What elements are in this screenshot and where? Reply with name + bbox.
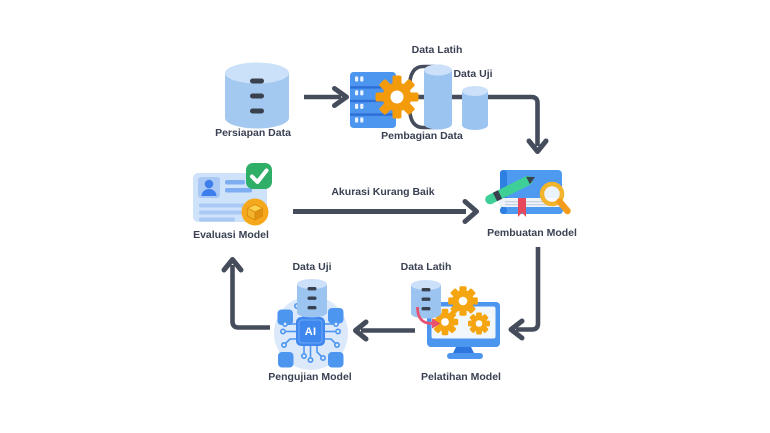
pembuatan-label: Pembuatan Model — [487, 227, 577, 239]
book-pen-magnifier-icon — [484, 166, 576, 228]
pen-icon — [485, 175, 535, 205]
magnifier-icon — [539, 181, 571, 215]
arrow-pelatihan-pengujian-head — [353, 319, 369, 342]
ai-chip-icon — [266, 286, 356, 376]
id-card-check-icon — [188, 160, 280, 226]
pelatihan-label: Pelatihan Model — [421, 371, 501, 383]
data-uji-input-label: Data Uji — [292, 261, 332, 273]
bookmark-icon — [518, 198, 526, 217]
data-latih-input-label: Data Latih — [400, 261, 452, 273]
disk-stack-uji-icon — [459, 78, 491, 130]
persiapan-label: Persiapan Data — [215, 127, 291, 139]
arrow-pengujian-evaluasi-head — [221, 257, 244, 273]
akurasi-kurang-baik-label: Akurasi Kurang Baik — [331, 186, 435, 198]
database-icon — [220, 55, 294, 129]
arrow-split-pembuatan — [413, 94, 540, 146]
evaluasi-label: Evaluasi Model — [193, 229, 269, 241]
disk-stack-latih-icon — [421, 59, 455, 131]
ai-chip-text: AI — [304, 325, 317, 338]
gear-icon — [375, 75, 419, 119]
arrow-pembuatan-pelatihan — [516, 247, 541, 332]
arrow-evaluasi-pembuatan-head — [462, 199, 479, 224]
arrow-pengujian-evaluasi — [230, 265, 270, 330]
disk-stack-small-icon — [294, 272, 330, 318]
cube-badge-icon — [241, 198, 269, 226]
disk-stack-small-icon — [411, 280, 441, 319]
pengujian-label: Pengujian Model — [268, 371, 352, 383]
person-icon — [201, 179, 217, 196]
arrow-persiapan-pembagian-head — [332, 86, 349, 108]
data-feed-arrow-icon — [416, 306, 441, 329]
check-badge-icon — [246, 163, 272, 189]
server-gear-icon — [346, 68, 422, 130]
monitor-gears-icon — [402, 268, 508, 364]
arrow-split-pembuatan-head — [526, 138, 549, 154]
data-uji-split-label: Data Uji — [453, 68, 493, 80]
data-latih-split-label: Data Latih — [411, 44, 463, 56]
arrow-pembuatan-pelatihan-head — [508, 318, 525, 341]
pembagian-label: Pembagian Data — [381, 130, 463, 142]
